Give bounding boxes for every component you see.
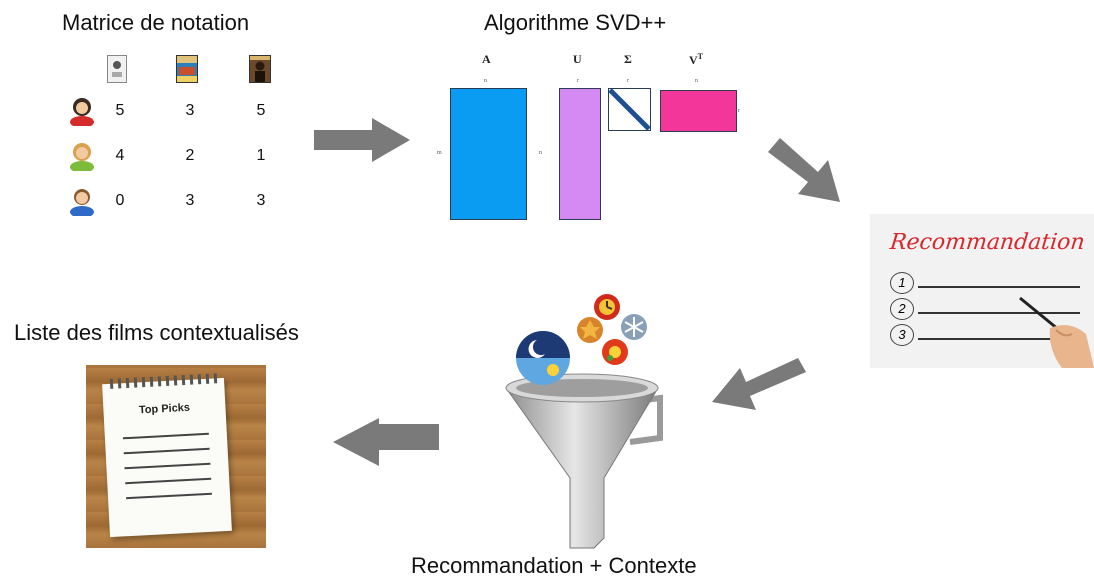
matrix-sigma-label: Σ xyxy=(624,52,632,66)
matrix-sigma xyxy=(608,88,651,131)
recommendation-line xyxy=(918,312,1080,314)
dim-a-left: m xyxy=(437,150,442,156)
user-male-icon xyxy=(68,184,96,218)
recommendation-line xyxy=(918,286,1080,288)
notepad-line xyxy=(125,477,212,484)
matrix-a xyxy=(450,88,527,220)
notepad-line xyxy=(124,462,211,469)
rating-cell: 5 xyxy=(256,102,266,119)
dim-vt-right: r xyxy=(738,108,740,114)
matrix-u xyxy=(559,88,601,220)
matrix-vt xyxy=(660,90,737,132)
matrix-u-label: U xyxy=(573,52,582,66)
rating-cell: 3 xyxy=(185,102,195,119)
autumn-leaf-icon xyxy=(576,316,604,344)
recommendation-item: 1 xyxy=(890,272,914,294)
arrow-right-icon xyxy=(314,118,412,162)
arrow-down-left-icon xyxy=(712,352,808,414)
arrow-left-icon xyxy=(333,412,441,468)
movie-poster-2-icon xyxy=(176,55,198,83)
notepad-line xyxy=(123,447,210,454)
recommendation-title: Recommandation xyxy=(888,230,1086,255)
rating-cell: 1 xyxy=(256,147,266,164)
flower-icon xyxy=(601,338,629,366)
movie-poster-3-icon xyxy=(249,55,271,83)
notepad-line xyxy=(126,492,212,499)
top-picks-title: Top Picks xyxy=(138,401,191,417)
movie-poster-1-icon xyxy=(107,55,127,83)
top-picks-notepad: Top Picks xyxy=(102,373,232,538)
recommendation-item: 2 xyxy=(890,298,914,320)
dim-a-top: n xyxy=(484,78,487,84)
recommendation-item: 3 xyxy=(890,324,914,346)
user-female-icon xyxy=(68,94,96,128)
night-day-icon xyxy=(515,330,571,386)
dim-u-left: n xyxy=(539,150,542,156)
rating-matrix-caption: Matrice de notation xyxy=(62,10,250,35)
dim-u-top: r xyxy=(577,78,579,84)
contextual-list-caption: Liste des films contextualisés xyxy=(14,320,299,345)
dim-vt-top: n xyxy=(695,78,698,84)
rating-cell: 3 xyxy=(185,192,195,209)
arrow-down-right-icon xyxy=(768,136,848,206)
hand-with-pen-icon xyxy=(1014,294,1094,368)
dim-sigma-top: r xyxy=(627,78,629,84)
reco-context-caption: Recommandation + Contexte xyxy=(411,553,697,578)
algorithm-caption: Algorithme SVD++ xyxy=(484,10,667,35)
notepad-line xyxy=(122,432,209,439)
rating-cell: 5 xyxy=(115,102,125,119)
rating-cell: 2 xyxy=(185,147,195,164)
rating-cell: 0 xyxy=(115,192,125,209)
matrix-a-label: A xyxy=(482,52,491,66)
recommendation-card: Recommandation 1 2 3 xyxy=(870,214,1094,368)
recommendation-line xyxy=(918,338,1080,340)
snowflake-icon xyxy=(620,313,648,341)
wood-background: Top Picks xyxy=(86,365,266,548)
rating-cell: 3 xyxy=(256,192,266,209)
matrix-vt-label: VT xyxy=(689,52,704,67)
sun-clock-icon xyxy=(593,293,621,321)
rating-cell: 4 xyxy=(115,147,125,164)
user-blonde-icon xyxy=(68,139,96,173)
